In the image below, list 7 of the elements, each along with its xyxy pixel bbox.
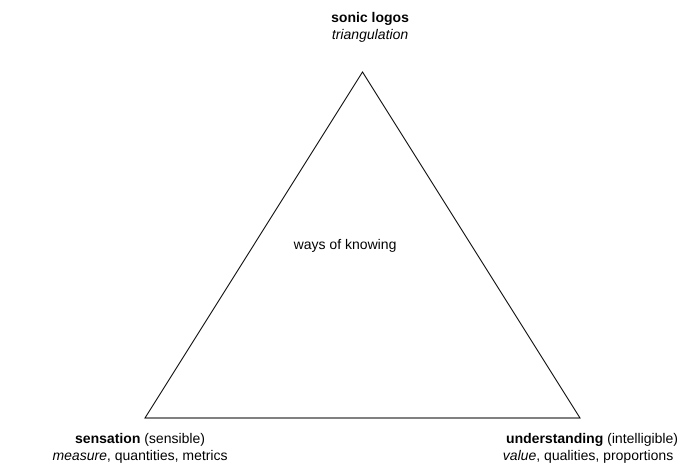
vertex-label: sensation (sensible) <box>75 430 205 447</box>
vertex-label: understanding (intelligible) <box>506 430 678 447</box>
vertex-subtitle: measure, quantities, metrics <box>52 447 228 464</box>
vertex-label: sonic logos <box>331 9 409 26</box>
vertex-subtitle: triangulation <box>332 26 408 43</box>
vertex-subtitle: value, qualities, proportions <box>502 447 674 464</box>
center-label: ways of knowing <box>294 236 396 253</box>
